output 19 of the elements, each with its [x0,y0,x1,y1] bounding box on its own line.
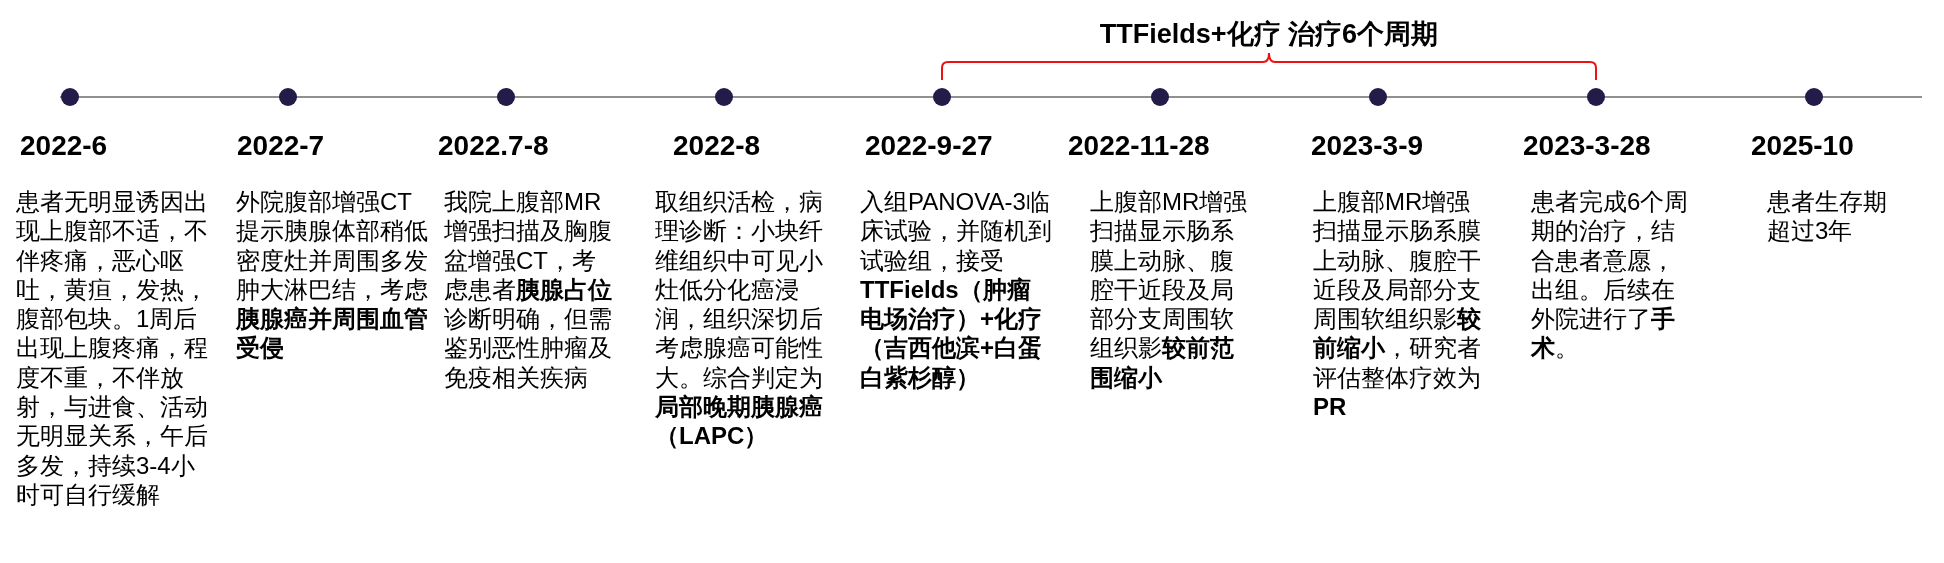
event-description: 取组织活检，病理诊断：小块纤维组织中可见小灶低分化癌浸润，组织深切后考虑腺癌可能性大。综合判定为局部晚期胰腺癌（LAPC） [655,187,824,451]
date-heading: 2023-3-9 [1311,130,1424,162]
date-heading: 2022-9-27 [865,130,993,162]
event-description: 外院腹部增强CT提示胰腺体部稍低密度灶并周围多发肿大淋巴结，考虑胰腺癌并周围血管受侵 [236,187,428,363]
event-description: 上腹部MR增强扫描显示肠系膜上动脉、腹腔干近段及局部分支周围软组织影较前缩小，研究者评估整体疗效为PR [1313,187,1482,422]
date-heading: 2022-6 [20,130,108,162]
date-heading: 2022.7-8 [438,130,549,162]
event-description: 患者无明显诱因出现上腹部不适，不伴疼痛，恶心呕吐，黄疸，发热，腹部包块。1周后出现上腹疼痛，程度不重，不伴放射，与进食、活动无明显关系，午后多发，持续3-4小时可自行缓解 [16,187,209,510]
date-heading: 2022-8 [673,130,761,162]
date-heading: 2022-7 [237,130,325,162]
date-heading: 2023-3-28 [1523,130,1651,162]
date-heading: 2022-11-28 [1068,130,1210,162]
event-description: 上腹部MR增强扫描显示肠系膜上动脉、腹腔干近段及局部分支周围软组织影较前范围缩小 [1090,187,1249,393]
event-description: 患者生存期超过3年 [1767,187,1888,246]
event-description: 入组PANOVA-3临床试验，并随机到试验组，接受TTFields（肿瘤电场治疗）+化疗（吉西他滨+白蛋白紫杉醇） [860,187,1052,393]
period-label: TTFields+化疗 治疗6个周期 [1099,18,1439,51]
event-description: 患者完成6个周期的治疗，结合患者意愿，出组。后续在外院进行了手术。 [1531,187,1690,363]
event-description: 我院上腹部MR增强扫描及胸腹盆增强CT，考虑患者胰腺占位诊断明确，但需鉴别恶性肿瘤及免疫相关疾病 [444,187,613,393]
date-heading: 2025-10 [1751,130,1854,162]
